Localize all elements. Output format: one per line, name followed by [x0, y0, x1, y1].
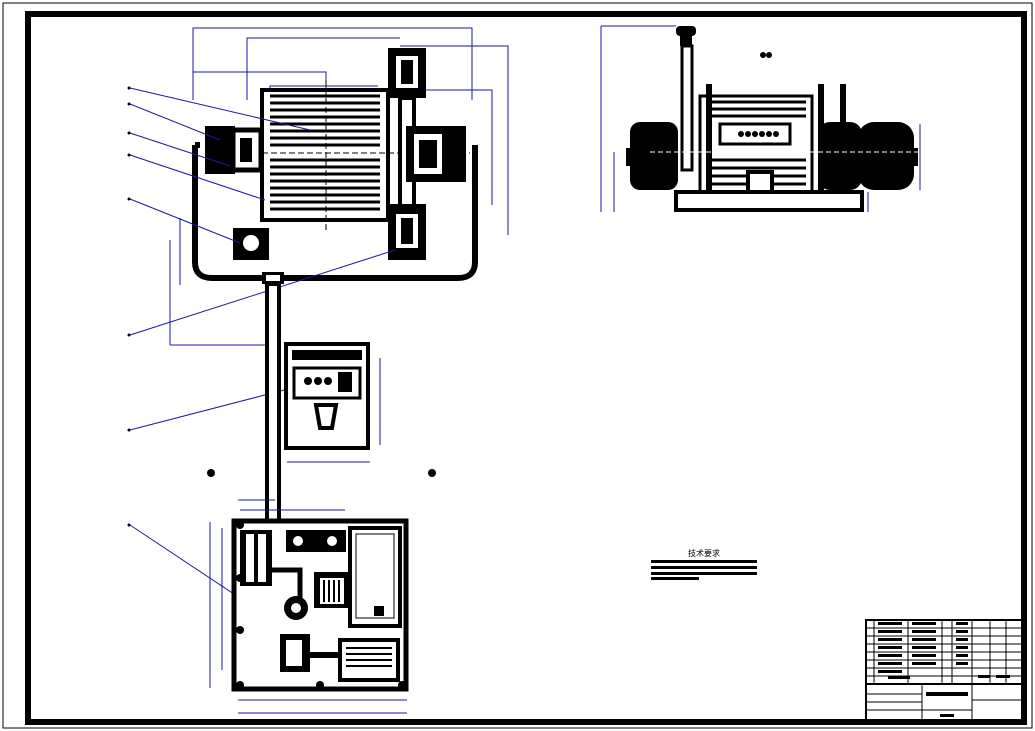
winch-side-view	[600, 25, 921, 212]
winch-frame	[192, 145, 478, 281]
part-leaders	[129, 87, 396, 611]
inner-frame	[25, 11, 1027, 725]
title-block-entries	[878, 622, 1010, 717]
rope-drum	[260, 88, 390, 222]
drum-windings	[270, 94, 380, 211]
technical-requirements: 技术要求	[651, 548, 757, 580]
technical-requirements-title: 技术要求	[688, 548, 720, 558]
part-markers	[127, 86, 131, 527]
pump-station	[209, 499, 409, 714]
winch-top-view	[169, 27, 509, 346]
control-box	[207, 342, 436, 477]
title-block	[865, 619, 1023, 721]
